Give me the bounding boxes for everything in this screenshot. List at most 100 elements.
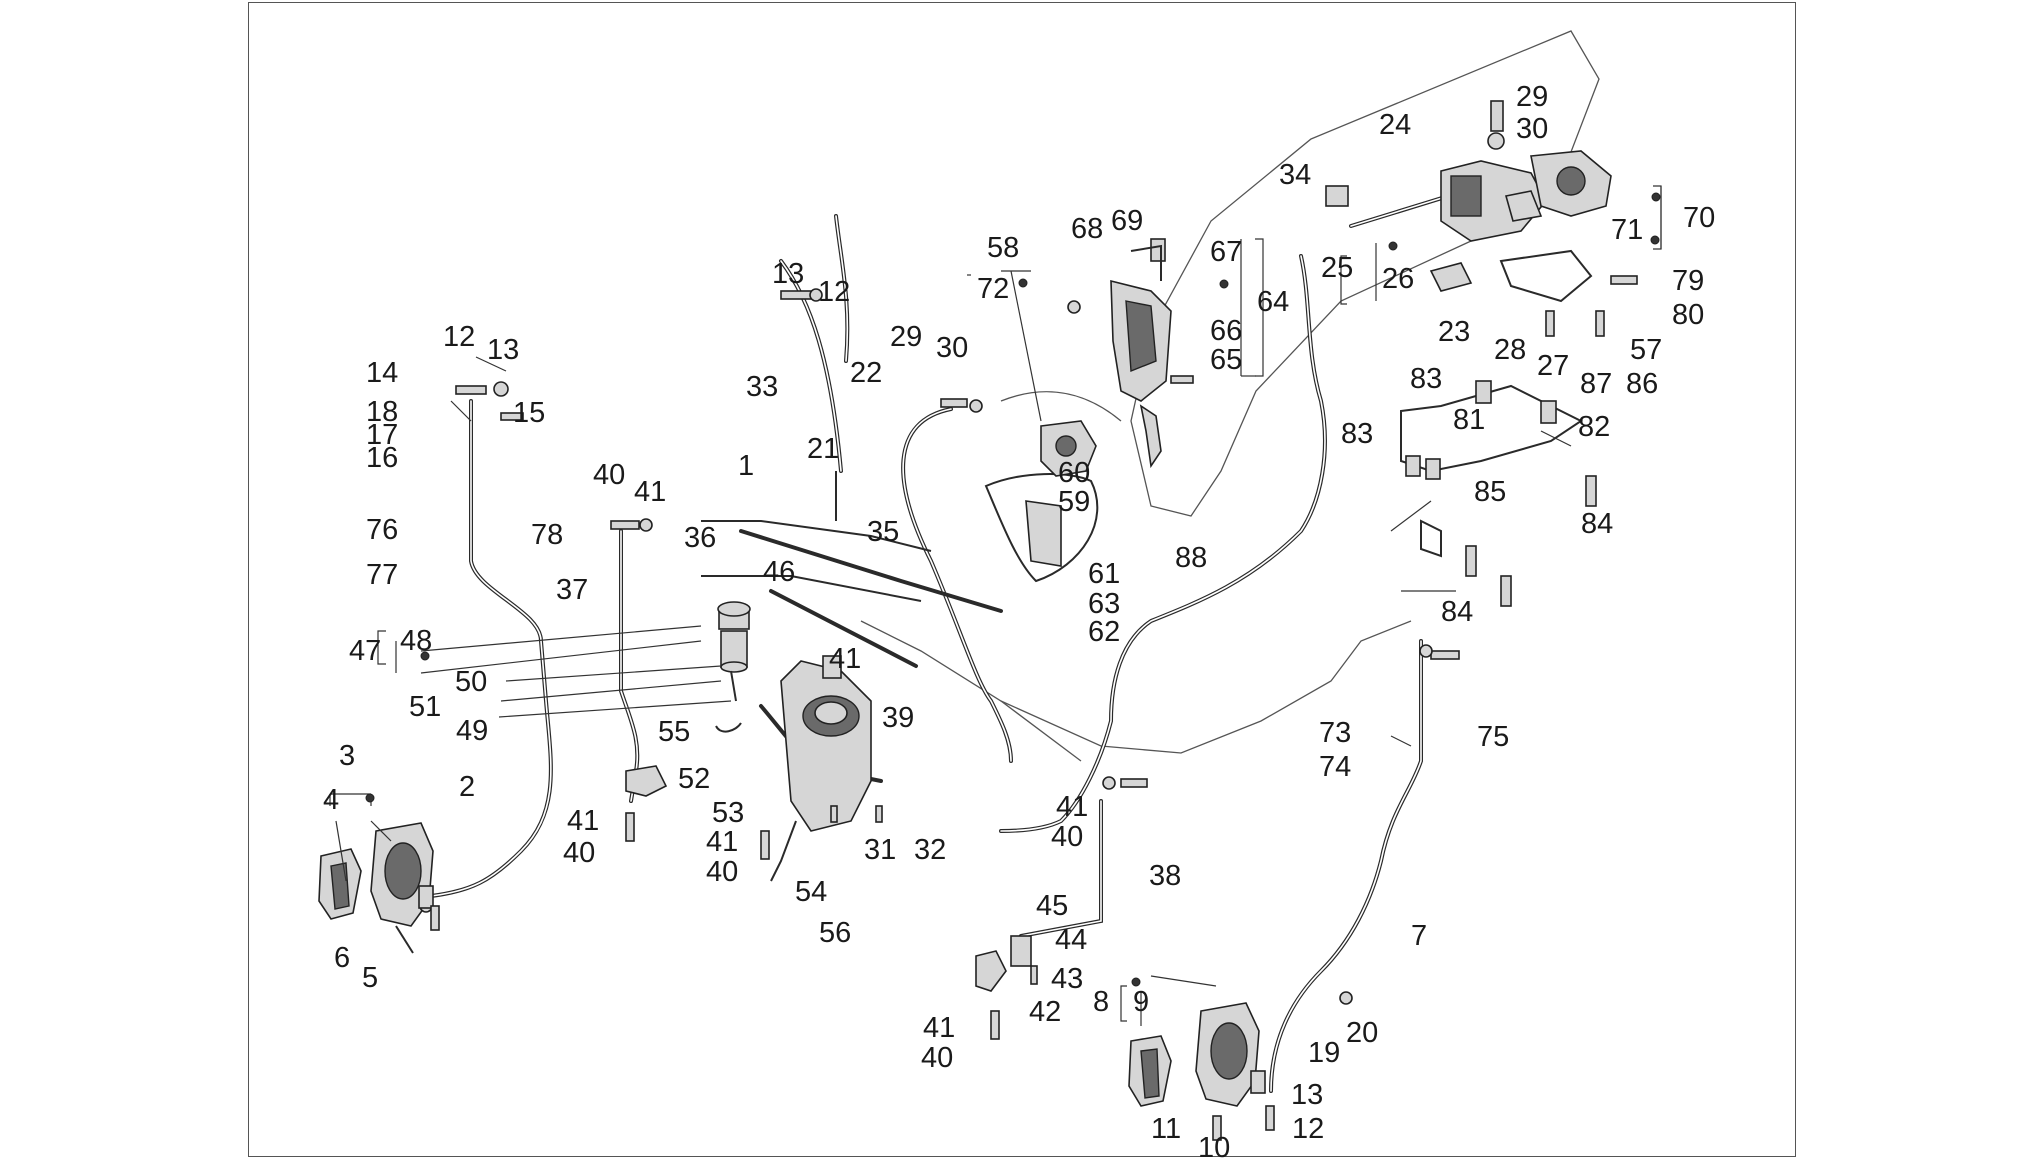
label-41: 41 <box>634 476 666 508</box>
label-52: 52 <box>678 763 710 795</box>
label-17: 17 <box>366 419 398 451</box>
label-16: 16 <box>366 442 398 474</box>
label-5: 5 <box>362 962 378 994</box>
label-49: 49 <box>456 715 488 747</box>
label-21: 21 <box>807 433 839 465</box>
label-13b: 13 <box>487 334 519 366</box>
label-36: 36 <box>684 522 716 554</box>
front-left-caliper <box>318 822 434 954</box>
label-69: 69 <box>1111 205 1143 237</box>
label-31: 31 <box>864 834 896 866</box>
part-number-labels: 1 2 3 4 5 6 7 8 9 10 11 12 13 14 15 16 1… <box>323 81 1715 1158</box>
label-61: 61 <box>1088 558 1120 590</box>
label-37: 37 <box>556 574 588 606</box>
label-4: 4 <box>323 784 339 816</box>
label-8: 8 <box>1093 986 1109 1018</box>
label-1: 1 <box>738 450 754 482</box>
label-84a: 84 <box>1581 508 1613 540</box>
label-46: 46 <box>763 556 795 588</box>
label-20: 20 <box>1346 1017 1378 1049</box>
lower-junction <box>625 765 1032 992</box>
label-27: 27 <box>1537 350 1569 382</box>
label-87: 87 <box>1580 368 1612 400</box>
label-44: 44 <box>1055 924 1087 956</box>
label-7: 7 <box>1411 920 1427 952</box>
label-42: 42 <box>1029 996 1061 1028</box>
label-40d: 40 <box>1051 821 1083 853</box>
label-60: 60 <box>1058 457 1090 489</box>
label-24: 24 <box>1379 109 1411 141</box>
label-40e: 40 <box>921 1042 953 1074</box>
label-14: 14 <box>366 357 398 389</box>
label-13c: 13 <box>772 258 804 290</box>
label-83a: 83 <box>1410 363 1442 395</box>
label-58: 58 <box>987 232 1019 264</box>
label-55: 55 <box>658 716 690 748</box>
label-84b: 84 <box>1441 596 1473 628</box>
parking-lever-assembly <box>1110 238 1172 469</box>
label-85: 85 <box>1474 476 1506 508</box>
label-11: 11 <box>1151 1113 1181 1145</box>
label-22: 22 <box>850 357 882 389</box>
label-43: 43 <box>1051 963 1083 995</box>
label-28: 28 <box>1494 334 1526 366</box>
master-cylinder-assembly <box>715 601 872 882</box>
label-12c: 12 <box>818 276 850 308</box>
label-66: 66 <box>1210 315 1242 347</box>
label-41d: 41 <box>706 826 738 858</box>
label-74: 74 <box>1319 751 1351 783</box>
label-41b: 41 <box>829 643 861 675</box>
label-59: 59 <box>1058 486 1090 518</box>
label-73: 73 <box>1319 717 1351 749</box>
diagram-drawing: 1 2 3 4 5 6 7 8 9 10 11 12 13 14 15 16 1… <box>318 30 1715 1158</box>
label-83b: 83 <box>1341 418 1373 450</box>
label-53: 53 <box>712 797 744 829</box>
label-63: 63 <box>1088 588 1120 620</box>
callout-dots <box>365 192 1661 987</box>
label-51: 51 <box>409 691 441 723</box>
mounting-bracket <box>1400 380 1583 558</box>
label-2: 2 <box>459 771 475 803</box>
exploded-parts-diagram: 1 2 3 4 5 6 7 8 9 10 11 12 13 14 15 16 1… <box>248 2 1796 1158</box>
label-34: 34 <box>1279 159 1311 191</box>
label-62: 62 <box>1088 616 1120 648</box>
label-30b: 30 <box>936 332 968 364</box>
mounting-plate <box>984 420 1099 583</box>
label-9: 9 <box>1133 986 1149 1018</box>
rear-caliper <box>1429 150 1612 303</box>
label-45: 45 <box>1036 890 1068 922</box>
label-40c: 40 <box>706 856 738 888</box>
label-40b: 40 <box>563 837 595 869</box>
group-brackets <box>377 185 1662 1022</box>
label-29: 29 <box>1516 81 1548 113</box>
label-57: 57 <box>1630 334 1662 366</box>
brake-lines <box>701 471 932 602</box>
label-12b: 12 <box>443 321 475 353</box>
label-56: 56 <box>819 917 851 949</box>
label-54: 54 <box>795 876 827 908</box>
label-86: 86 <box>1626 368 1658 400</box>
label-71: 71 <box>1611 214 1643 246</box>
label-15: 15 <box>513 397 545 429</box>
label-18: 18 <box>366 396 398 428</box>
hardware-bolts <box>430 100 1638 1141</box>
label-41c: 41 <box>567 805 599 837</box>
label-39: 39 <box>882 702 914 734</box>
front-right-caliper <box>1128 1002 1266 1107</box>
label-6: 6 <box>334 942 350 974</box>
label-35: 35 <box>867 516 899 548</box>
leader-lines <box>329 186 1662 1026</box>
label-79: 79 <box>1672 265 1704 297</box>
label-68: 68 <box>1071 213 1103 245</box>
label-38: 38 <box>1149 860 1181 892</box>
label-50: 50 <box>455 666 487 698</box>
label-32: 32 <box>914 834 946 866</box>
label-75: 75 <box>1477 721 1509 753</box>
label-81: 81 <box>1453 404 1485 436</box>
label-41f: 41 <box>923 1012 955 1044</box>
label-25: 25 <box>1321 252 1353 284</box>
label-65: 65 <box>1210 344 1242 376</box>
label-41e: 41 <box>1056 791 1088 823</box>
label-72: 72 <box>977 273 1009 305</box>
label-19: 19 <box>1308 1037 1340 1069</box>
